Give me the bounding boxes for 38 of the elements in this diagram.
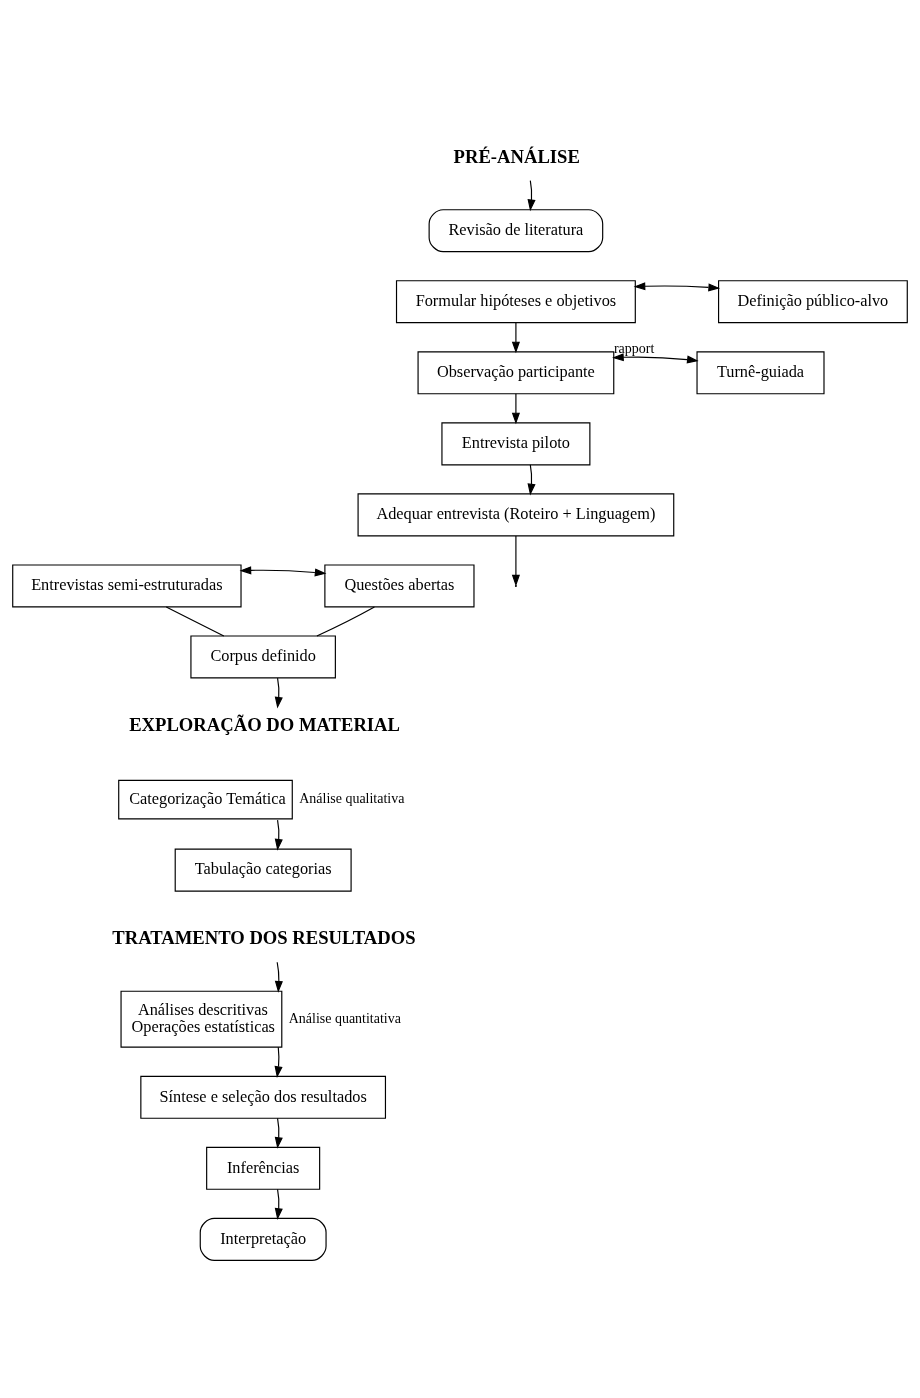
- node-label: Análise quantitativa: [288, 1010, 401, 1026]
- connector: [165, 605, 225, 637]
- node-box: Síntese e seleção dos resultados: [140, 1075, 387, 1119]
- node-box: Definição público-alvo: [718, 279, 908, 323]
- node-box: Categorização Temática: [118, 779, 293, 819]
- node-box: Turnê-guiada: [696, 350, 825, 394]
- edge-label: rapport: [613, 340, 655, 356]
- node-box: Entrevista piloto: [441, 421, 591, 465]
- node-box: Formular hipóteses e objetivos: [395, 279, 636, 323]
- arrow: [239, 565, 327, 577]
- arrow: [511, 534, 520, 586]
- arrow: [274, 676, 283, 709]
- node-text: PRÉ-ANÁLISE: [453, 145, 580, 167]
- arrow: [527, 463, 536, 495]
- node-box: Análises descritivas Operações estatísticas: [120, 990, 283, 1048]
- arrow: [527, 179, 536, 211]
- arrow: [274, 1188, 283, 1220]
- connector: [316, 605, 375, 637]
- node-box: Revisão de literatura: [428, 208, 604, 252]
- arrow: [274, 819, 283, 851]
- node-text: TRATAMENTO DOS RESULTADOS: [112, 926, 416, 948]
- node-box: Entrevistas semi-estruturadas: [12, 563, 242, 607]
- arrow: [274, 1046, 283, 1078]
- arrow: [511, 392, 520, 424]
- node-box: Observação participante: [417, 350, 615, 394]
- arrow: [274, 1117, 283, 1149]
- node-box: Inferências: [206, 1146, 321, 1190]
- arrow: [274, 961, 283, 993]
- arrow: [511, 321, 520, 353]
- arrow: [633, 281, 721, 291]
- node-box: Questões abertas: [324, 563, 475, 607]
- node-box: Tabulação categorias: [174, 848, 352, 892]
- node-label: Análise qualitativa: [299, 790, 405, 806]
- node-text: EXPLORAÇÃO DO MATERIAL: [129, 713, 400, 735]
- node-box: Adequar entrevista (Roteiro + Linguagem): [357, 492, 675, 536]
- arrow: [612, 352, 699, 364]
- node-box: Interpretação: [199, 1217, 327, 1261]
- node-box: Corpus definido: [190, 634, 336, 679]
